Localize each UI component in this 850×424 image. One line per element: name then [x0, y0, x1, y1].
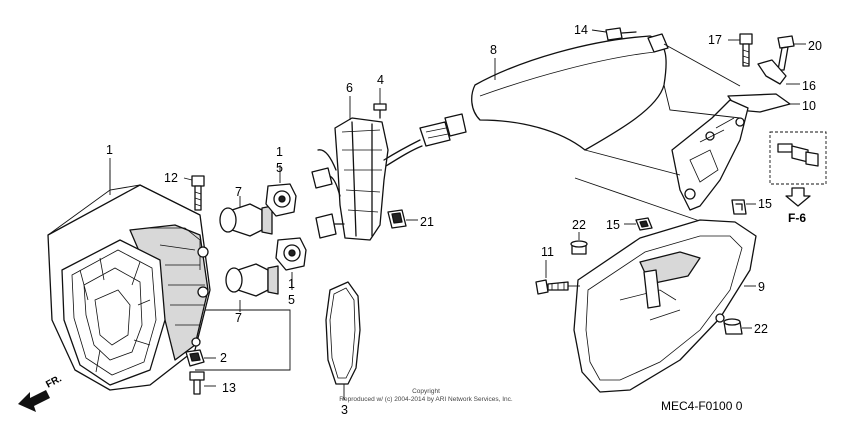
copyright-line-2: Reproduced w/ (c) 2004-2014 by ARI Netwo… [339, 396, 513, 403]
grommet-22-right[interactable] [723, 318, 743, 335]
callout-11: 11 [541, 245, 554, 259]
bolt-13[interactable] [189, 371, 205, 395]
clip-15-left[interactable] [635, 217, 653, 231]
callout-1b: 1 [276, 145, 283, 159]
front-label: FR. [44, 373, 64, 390]
copyright-line-1: Copyright [412, 388, 440, 395]
callout-17: 17 [708, 33, 722, 47]
socket-lower[interactable] [275, 237, 307, 271]
callout-8: 8 [490, 43, 497, 57]
callout-7b: 7 [235, 311, 242, 325]
screw-14[interactable] [605, 27, 637, 41]
bolt-11[interactable] [535, 279, 569, 295]
callout-22b: 22 [754, 322, 768, 336]
callout-15a: 15 [606, 218, 620, 232]
reference-f6: F-6 [788, 211, 806, 225]
callout-4: 4 [377, 73, 384, 87]
grommet-22-left[interactable] [570, 240, 588, 255]
callout-22a: 22 [572, 218, 586, 232]
stay-10[interactable] [671, 93, 791, 211]
callout-6: 6 [346, 81, 353, 95]
diagram-code: MEC4-F0100 0 [661, 399, 743, 413]
headlight-assembly[interactable] [47, 170, 211, 391]
bolt-17[interactable] [739, 33, 753, 67]
callout-5a: 5 [276, 161, 283, 175]
bulb-upper[interactable] [219, 203, 273, 237]
screw-4[interactable] [373, 103, 387, 119]
wire-harness[interactable] [311, 113, 467, 241]
gasket-3[interactable] [325, 281, 361, 385]
callout-13: 13 [222, 381, 236, 395]
side-cowl-9[interactable] [573, 219, 757, 393]
callout-15b: 15 [758, 197, 772, 211]
callout-5b: 5 [288, 293, 295, 307]
callout-14: 14 [574, 23, 588, 37]
callout-20: 20 [808, 39, 822, 53]
callout-2: 2 [220, 351, 227, 365]
callout-1c: 1 [288, 277, 295, 291]
reference-box-f6[interactable]: F-6 [769, 131, 827, 225]
bracket-16[interactable] [757, 59, 787, 85]
clip-2[interactable] [185, 349, 205, 367]
clip-15-right[interactable] [731, 199, 747, 215]
callout-3: 3 [341, 403, 348, 417]
clip-21[interactable] [387, 209, 407, 229]
callout-9: 9 [758, 280, 765, 294]
front-direction-marker: FR. [18, 373, 64, 412]
bolt-12[interactable] [191, 175, 205, 211]
callout-16: 16 [802, 79, 816, 93]
bolt-20[interactable] [777, 35, 795, 71]
bulb-lower[interactable] [225, 263, 279, 297]
callout-10: 10 [802, 99, 816, 113]
callout-21: 21 [420, 215, 434, 229]
callout-12: 12 [164, 171, 178, 185]
socket-upper[interactable] [265, 183, 297, 217]
visor-8[interactable] [471, 33, 669, 151]
callout-1a: 1 [106, 143, 113, 157]
callout-7a: 7 [235, 185, 242, 199]
